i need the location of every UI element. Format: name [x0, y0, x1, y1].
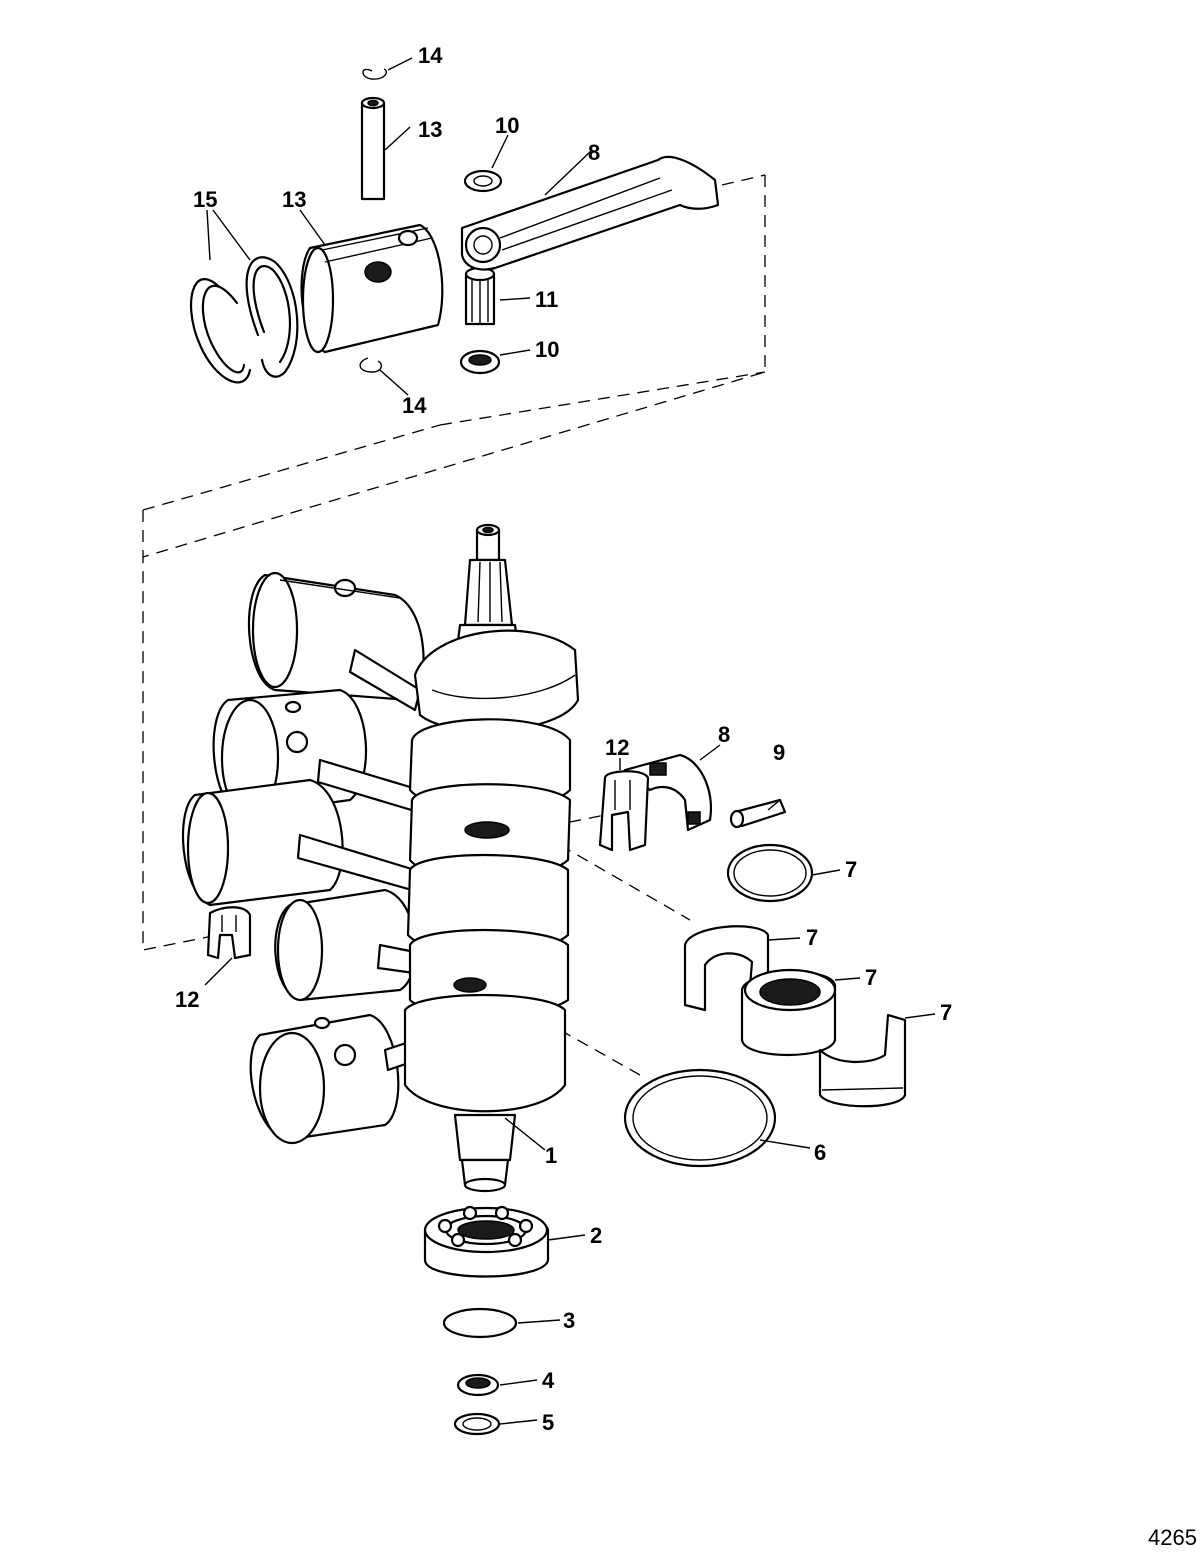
callout-10-bottom: 10 [535, 337, 559, 362]
bearing-sleeve [456, 1373, 500, 1397]
callout-2: 2 [590, 1223, 602, 1248]
roller-bearing-crankpin [740, 968, 837, 1057]
bearing-race-half-lower [818, 1013, 907, 1108]
callout-7-bearing: 7 [865, 965, 877, 990]
callout-13-pin: 13 [418, 117, 442, 142]
callout-14-top: 14 [418, 43, 443, 68]
crankshaft-assembly [181, 523, 580, 1193]
callout-12-upper: 12 [605, 735, 629, 760]
callout-labels: 14 13 10 8 15 13 11 10 14 12 8 9 7 7 7 7… [175, 43, 952, 1435]
callout-7-ring: 7 [845, 857, 857, 882]
piston-rings [189, 256, 299, 384]
callout-1: 1 [545, 1143, 557, 1168]
callout-8-cap: 8 [718, 722, 730, 747]
rod-bolt [729, 798, 787, 829]
needle-cage-left [206, 906, 252, 960]
callout-10-top: 10 [495, 113, 519, 138]
leader-lines [204, 57, 936, 1425]
piston-pin-retainer-top [362, 68, 388, 80]
crankpin-parts [206, 753, 907, 1168]
thrust-washer-top [463, 169, 503, 193]
thrust-washer-bottom [459, 349, 501, 375]
callout-7-race-lower: 7 [940, 1000, 952, 1025]
connecting-rod [460, 155, 720, 271]
callout-15: 15 [193, 187, 217, 212]
crankshaft-webs [403, 629, 580, 1113]
callout-5: 5 [542, 1410, 554, 1435]
callout-6: 6 [814, 1140, 826, 1165]
retaining-ring-small [726, 843, 814, 903]
large-retaining-ring [623, 1068, 777, 1168]
piston-3 [181, 778, 344, 907]
callout-4: 4 [542, 1368, 555, 1393]
piston-pin-retainer-bottom [359, 357, 383, 373]
crankshaft-lower-shaft [453, 1113, 517, 1193]
callout-11: 11 [535, 287, 558, 312]
callout-8-rod: 8 [588, 140, 600, 165]
piston [300, 223, 444, 354]
figure-number: 4265 [1148, 1525, 1197, 1550]
piston-pin [360, 96, 386, 201]
oil-seal [453, 1412, 501, 1436]
lower-bearing-stack [423, 1205, 550, 1436]
connecting-rod-cap [623, 753, 713, 832]
callout-12-left: 12 [175, 987, 199, 1012]
needle-bearing-small [464, 266, 496, 326]
piston-4 [274, 888, 417, 1002]
callout-7-race-upper: 7 [806, 925, 818, 950]
callout-13-piston: 13 [282, 187, 306, 212]
callout-9: 9 [773, 740, 785, 765]
piston-assembly-exploded [189, 68, 720, 384]
dashed-assembly-lines [142, 174, 766, 1076]
ball-bearing [423, 1205, 550, 1278]
needle-cage-upper [598, 770, 650, 852]
callout-3: 3 [563, 1308, 575, 1333]
callout-14-bottom: 14 [402, 393, 427, 418]
piston-5 [249, 1013, 400, 1145]
retaining-ring-lower [442, 1307, 518, 1339]
